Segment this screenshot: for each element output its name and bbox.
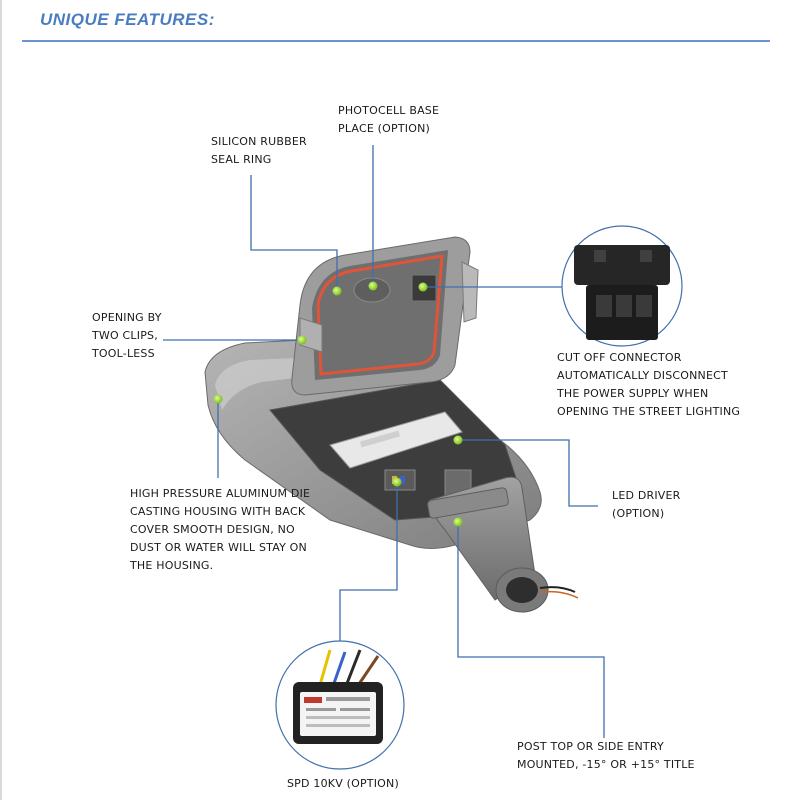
callout-spd: SPD 10KV (OPTION) [287, 777, 399, 790]
leader-post [457, 522, 605, 738]
leader-seal-ring [250, 175, 338, 290]
marker-photocell [368, 281, 378, 291]
feature-markers [213, 281, 463, 527]
spd-inset [275, 640, 405, 770]
title-divider [22, 40, 770, 42]
marker-spd [392, 477, 402, 487]
callout-two-clips: OPENING BY TWO CLIPS, TOOL-LESS [92, 311, 162, 360]
marker-housing [213, 394, 223, 404]
leader-spd [339, 482, 398, 641]
leader-driver [458, 439, 598, 507]
marker-connector [418, 282, 428, 292]
callout-post-mount: POST TOP OR SIDE ENTRY MOUNTED, -15° OR … [517, 740, 695, 771]
callout-led-driver: LED DRIVER (OPTION) [612, 489, 681, 520]
callout-photocell-base: PHOTOCELL BASE PLACE (OPTION) [338, 104, 440, 135]
page-title: UNIQUE FEATURES: [40, 10, 215, 29]
callout-seal-ring: SILICON RUBBER SEAL RING [211, 135, 307, 166]
callout-cut-off-connector: CUT OFF CONNECTOR AUTOMATICALLY DISCONNE… [557, 351, 741, 418]
marker-driver [453, 435, 463, 445]
leader-lines [163, 145, 605, 738]
marker-clips [297, 335, 307, 345]
pole-adapter-pipe [427, 476, 579, 613]
page-edge [0, 0, 2, 800]
callout-housing: HIGH PRESSURE ALUMINUM DIE CASTING HOUSI… [130, 487, 311, 572]
cut-off-connector-inset [561, 225, 683, 347]
marker-seal-ring [332, 286, 342, 296]
opened-cover [291, 236, 479, 396]
marker-post [453, 517, 463, 527]
